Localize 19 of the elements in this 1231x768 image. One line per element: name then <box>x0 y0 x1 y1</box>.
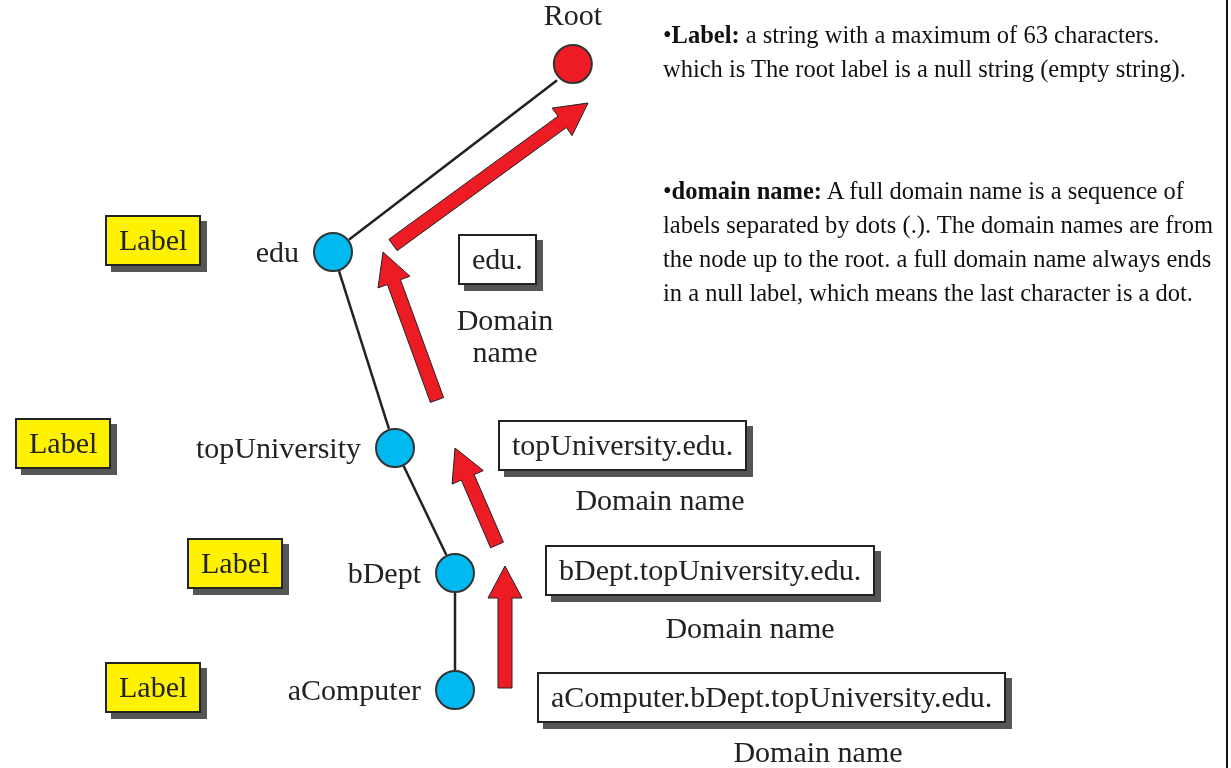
domain-name-caption: Domain name <box>574 484 746 516</box>
tree-line <box>453 593 457 670</box>
node-name: bDept <box>347 558 421 588</box>
block-arrow <box>451 447 504 549</box>
domain-name-caption: Domain name <box>664 612 836 644</box>
definition-text: •domain name: A full domain name is a sequence of labels separated by dots (.). The domain names are from the node up to the root. a full domain name always ends in a null label, which means the last character is a dot. <box>663 176 1214 308</box>
block-arrow <box>377 251 445 403</box>
tree-line <box>348 79 558 241</box>
node-name: aComputer <box>287 675 421 705</box>
block-arrow <box>388 102 589 252</box>
node-name: topUniversity <box>196 433 361 463</box>
tree-line <box>402 465 448 556</box>
domain-name-caption: Domain name <box>455 304 555 367</box>
tree-line <box>337 270 391 430</box>
block-arrow <box>487 565 523 689</box>
node-name: Root <box>543 0 603 30</box>
node-name: edu <box>255 237 299 267</box>
domain-name-caption: Domain name <box>732 736 904 768</box>
definition-text: •Label: a string with a maximum of 63 characters. which is The root label is a null string (empty string). <box>663 20 1187 85</box>
